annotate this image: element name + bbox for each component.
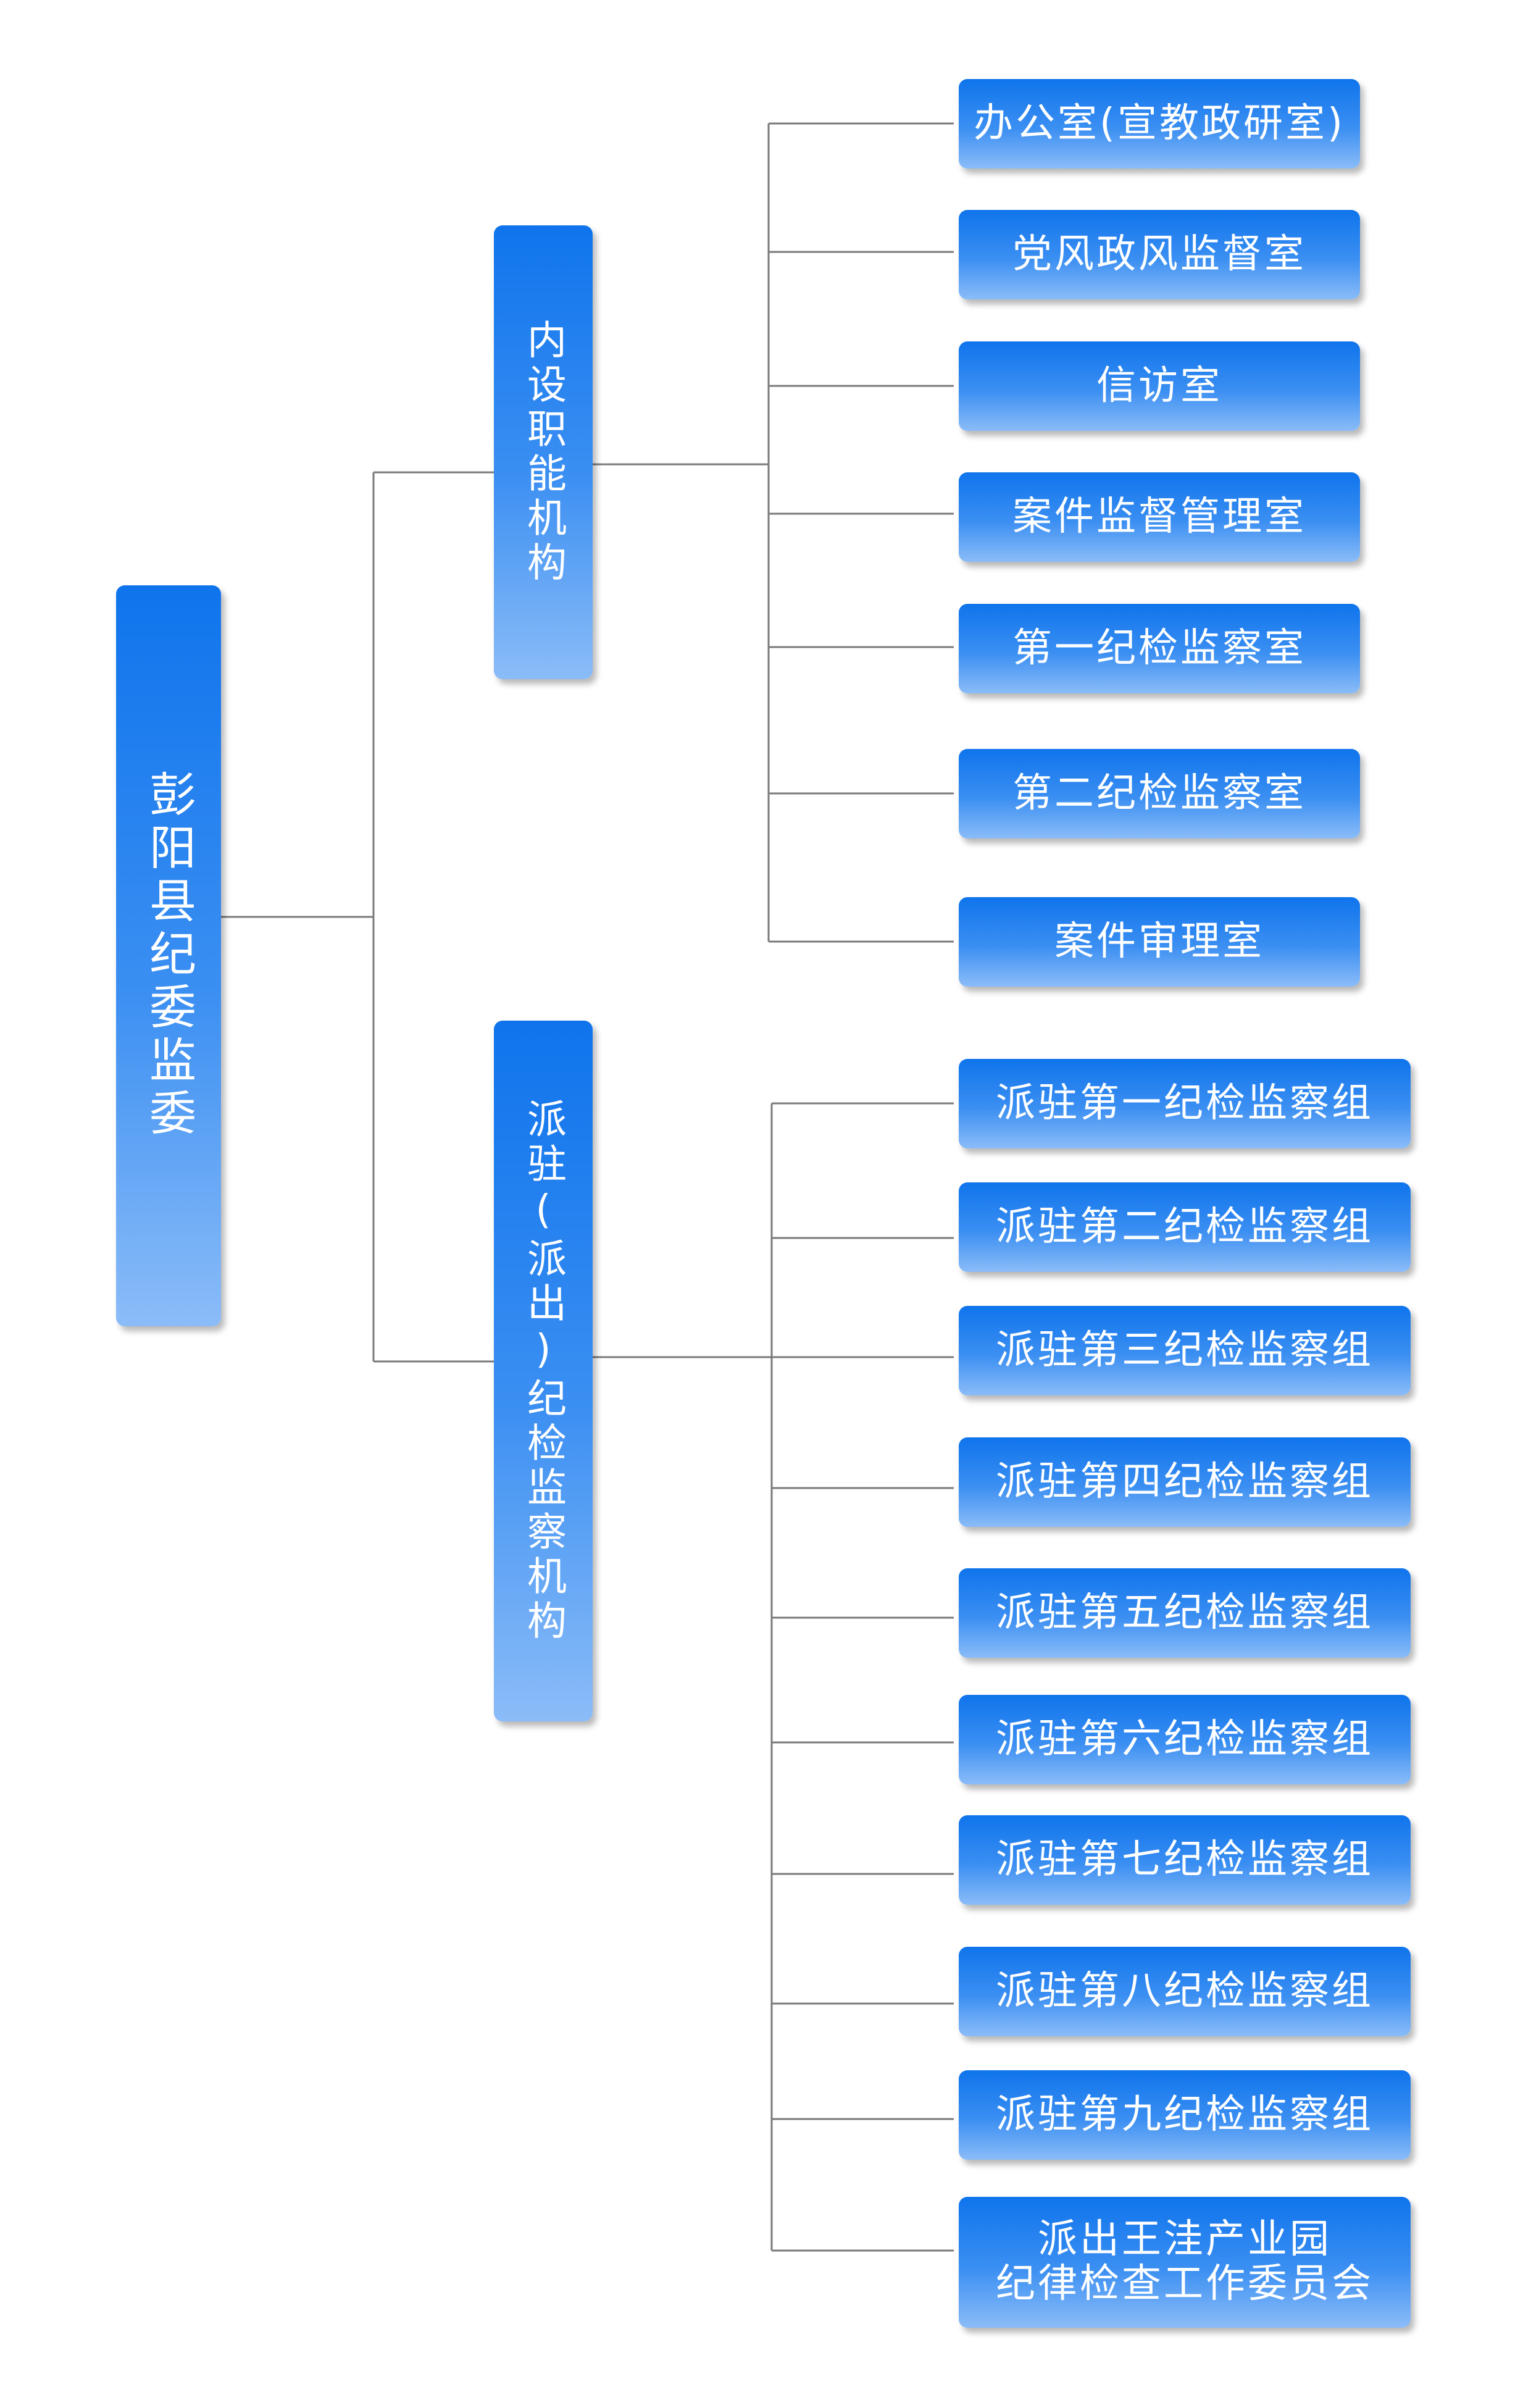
dispatched-group-label: 派驻第五纪检监察组 (996, 1589, 1374, 1636)
root-node: 彭阳县纪委监委 (116, 585, 221, 1326)
dispatched-organs-label: 派驻(派出)纪检监察机构 (520, 1098, 566, 1644)
internal-unit-petition-office: 信访室 (959, 341, 1360, 431)
dispatched-group-4: 派驻第四纪检监察组 (959, 1437, 1411, 1527)
park-committee-line2: 纪律检查工作委员会 (996, 2261, 1374, 2307)
dispatched-group-label: 派驻第七纪检监察组 (996, 1836, 1374, 1883)
dispatched-group-label: 派驻第一纪检监察组 (996, 1080, 1374, 1126)
park-committee-line1: 派出王洼产业园 (1038, 2217, 1332, 2263)
dispatched-group-label: 派驻第八纪检监察组 (996, 1968, 1374, 2014)
internal-unit-case-trial: 案件审理室 (959, 897, 1360, 987)
dispatched-group-6: 派驻第六纪检监察组 (959, 1695, 1411, 1784)
internal-unit-label: 第一纪检监察室 (1012, 625, 1306, 671)
dispatched-group-3: 派驻第三纪检监察组 (959, 1306, 1411, 1395)
dispatched-group-label: 派驻第六纪检监察组 (996, 1716, 1374, 1762)
internal-unit-label: 第二纪检监察室 (1012, 770, 1306, 816)
internal-unit-label: 信访室 (1096, 362, 1222, 409)
root-label: 彭阳县纪委监委 (141, 770, 196, 1142)
internal-unit-label: 案件监督管理室 (1012, 493, 1306, 540)
dispatched-group-label: 派驻第二纪检监察组 (996, 1203, 1374, 1250)
dispatched-group-label: 派驻第三纪检监察组 (996, 1327, 1374, 1373)
dispatched-group-7: 派驻第七纪检监察组 (959, 1815, 1411, 1905)
internal-unit-office: 办公室(宣教政研室) (959, 79, 1360, 169)
park-discipline-committee: 派出王洼产业园 纪律检查工作委员会 (959, 2197, 1411, 2328)
internal-unit-label: 党风政风监督室 (1012, 231, 1306, 277)
dispatched-organs-node: 派驻(派出)纪检监察机构 (494, 1021, 593, 1721)
internal-unit-second-inspection: 第二纪检监察室 (959, 749, 1360, 838)
dispatched-group-9: 派驻第九纪检监察组 (959, 2070, 1411, 2160)
dispatched-group-2: 派驻第二纪检监察组 (959, 1182, 1411, 1272)
internal-organs-label: 内设职能机构 (520, 319, 566, 586)
internal-unit-label: 案件审理室 (1054, 918, 1264, 964)
internal-unit-first-inspection: 第一纪检监察室 (959, 604, 1360, 693)
dispatched-group-1: 派驻第一纪检监察组 (959, 1059, 1411, 1148)
dispatched-group-8: 派驻第八纪检监察组 (959, 1947, 1411, 2036)
internal-unit-label: 办公室(宣教政研室) (974, 100, 1345, 146)
dispatched-group-5: 派驻第五纪检监察组 (959, 1568, 1411, 1658)
internal-unit-party-style-supervision: 党风政风监督室 (959, 210, 1360, 299)
internal-organs-node: 内设职能机构 (494, 225, 593, 679)
dispatched-group-label: 派驻第九纪检监察组 (996, 2091, 1374, 2138)
dispatched-group-label: 派驻第四纪检监察组 (996, 1458, 1374, 1505)
internal-unit-case-supervision: 案件监督管理室 (959, 472, 1360, 562)
